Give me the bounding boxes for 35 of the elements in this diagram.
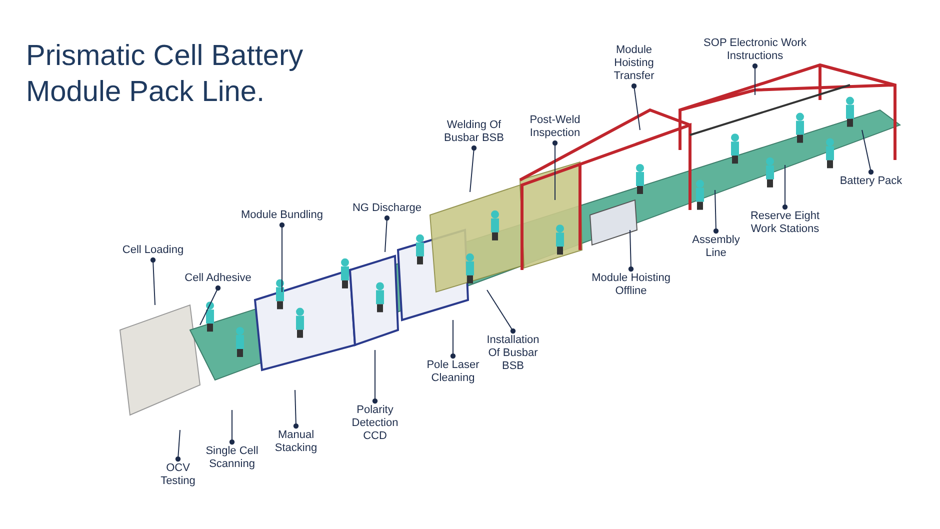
callout-label: Cell Adhesive xyxy=(178,272,258,285)
leader-line xyxy=(628,230,634,272)
callout-label: Welding Of Busbar BSB xyxy=(438,119,510,145)
callout-label: Reserve Eight Work Stations xyxy=(745,210,825,236)
leader-line xyxy=(229,410,235,445)
callout-label: Manual Stacking xyxy=(270,429,322,455)
callout-label: Assembly Line xyxy=(688,234,744,260)
callout-label: Polarity Detection CCD xyxy=(345,404,405,443)
leader-line xyxy=(175,430,181,462)
diagram-title: Prismatic Cell Battery Module Pack Line. xyxy=(26,39,304,110)
leader-line xyxy=(713,190,719,234)
leader-line xyxy=(752,63,758,96)
callout-label: Cell Loading xyxy=(118,244,188,257)
callout-label: NG Discharge xyxy=(352,202,422,215)
leader-line xyxy=(862,130,874,175)
callout-label: Module Hoisting Offline xyxy=(590,272,672,298)
leader-line xyxy=(372,350,378,404)
callout-label: Module Hoisting Transfer xyxy=(597,44,671,83)
leader-line xyxy=(631,83,640,130)
leader-line xyxy=(450,320,456,359)
leader-line xyxy=(486,290,516,334)
leader-line xyxy=(384,215,390,252)
callout-label: Pole Laser Cleaning xyxy=(422,359,484,385)
callout-label: Post-Weld Inspection xyxy=(525,114,585,140)
callout-label: SOP Electronic Work Instructions xyxy=(700,37,810,63)
callout-label: Installation Of Busbar BSB xyxy=(482,334,544,373)
leader-line xyxy=(293,390,299,429)
leader-line xyxy=(150,257,156,306)
leader-line xyxy=(200,285,221,326)
leader-line xyxy=(552,140,558,200)
leader-line xyxy=(782,164,788,210)
leader-line xyxy=(279,222,285,292)
leader-line xyxy=(470,145,477,192)
callout-label: Module Bundling xyxy=(236,209,328,222)
callout-label: Battery Pack xyxy=(835,175,907,188)
